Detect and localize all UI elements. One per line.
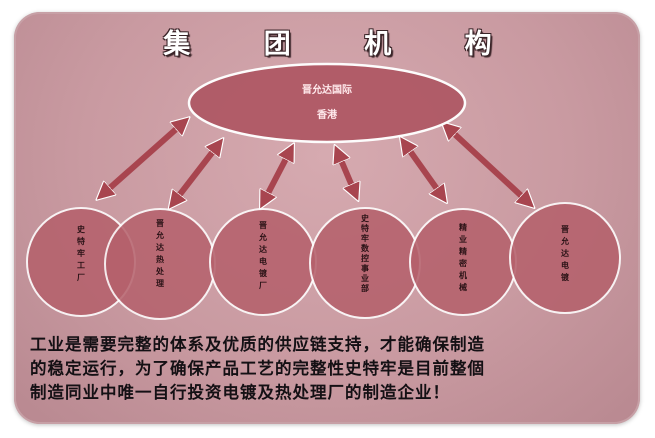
arrow-node-3 — [264, 151, 290, 201]
node-4-label: 史特牢数控事业部 — [361, 213, 370, 293]
hub-node: 晋允达国际 香港 — [187, 62, 467, 144]
arrow-node-1 — [103, 123, 183, 194]
child-nodes: 史特牢工厂 晋允达热处理 晋允达电镀厂 史特牢数控事业部 精业精密机械 晋允达电… — [26, 202, 621, 320]
node-5-label: 精业精密机械 — [458, 222, 467, 292]
node-2-label: 晋允达热处理 — [155, 219, 165, 288]
node-3: 晋允达电镀厂 — [209, 208, 317, 316]
hub-line-1: 晋允达国际 — [302, 83, 352, 96]
node-6-label: 晋允达电镀 — [560, 225, 570, 282]
node-2: 晋允达热处理 — [104, 208, 216, 320]
arrow-node-2 — [174, 145, 218, 202]
node-5: 精业精密机械 — [409, 208, 517, 316]
page-title: 集 团 机 构 — [163, 29, 524, 60]
caption-line-3: 制造同业中唯一自行投资电镀及热处理厂的制造企业！ — [30, 383, 450, 402]
node-6: 晋允达电镀 — [509, 202, 621, 314]
node-3-label: 晋允达电镀厂 — [258, 221, 268, 290]
caption-line-2: 的稳定运行，为了确保产品工艺的完整性史特牢是目前整個 — [30, 359, 485, 378]
node-4: 史特牢数控事业部 — [309, 207, 421, 319]
connector-arrows — [103, 123, 528, 202]
caption-line-1: 工业是需要完整的体系及优质的供应链支持，才能确保制造 — [30, 335, 485, 354]
description-text: 工业是需要完整的体系及优质的供应链支持，才能确保制造 的稳定运行，为了确保产品工… — [30, 333, 630, 405]
node-1-label: 史特牢工厂 — [77, 224, 86, 282]
arrow-node-4 — [338, 153, 355, 193]
arrow-node-5 — [405, 144, 442, 196]
node-1: 史特牢工厂 — [26, 207, 136, 317]
arrow-node-6 — [448, 128, 528, 202]
hub-line-2: 香港 — [317, 108, 338, 121]
